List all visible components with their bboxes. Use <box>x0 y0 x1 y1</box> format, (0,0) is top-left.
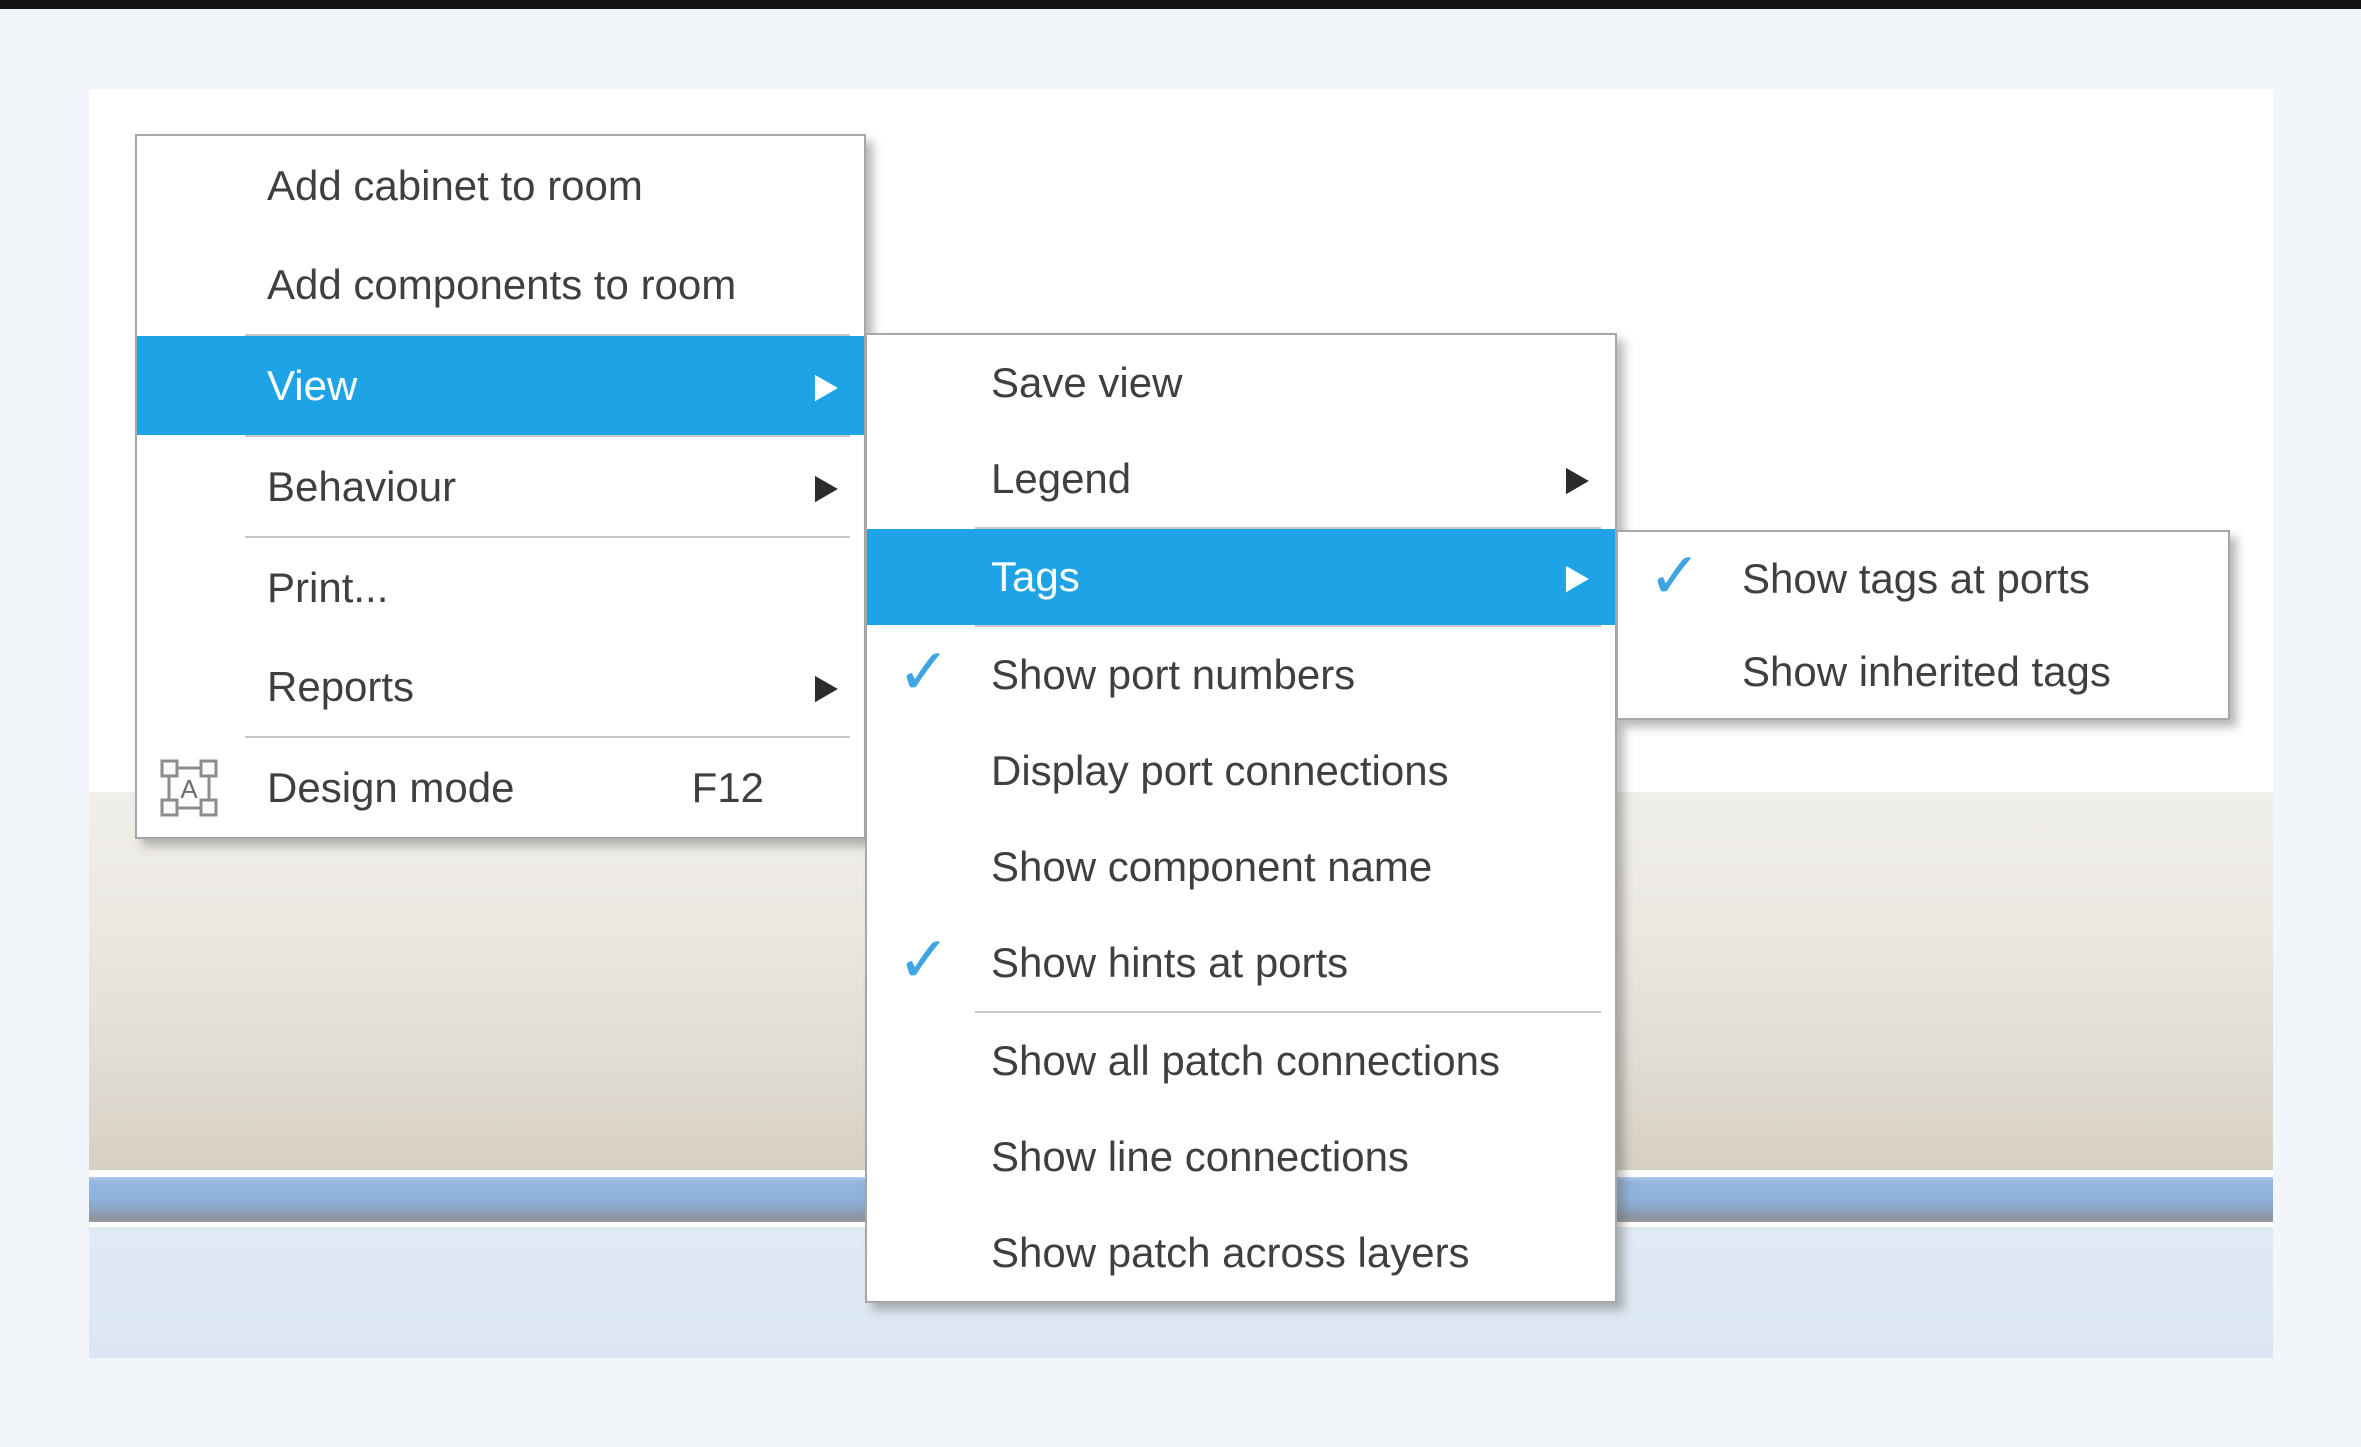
menu-item-label: Print... <box>267 563 389 611</box>
menu-item-label: Show hints at ports <box>991 939 1349 986</box>
menu-item-label: Save view <box>991 359 1183 406</box>
menu-separator <box>975 1011 1601 1013</box>
menu-item-label: Reports <box>267 662 415 710</box>
menu-item-tags[interactable]: Tags ▶ <box>867 529 1615 625</box>
submenu-arrow-icon: ▶ <box>814 667 838 706</box>
tags-submenu: ✓ Show tags at ports Show inherited tags <box>1616 530 2230 720</box>
menu-item-label: Show tags at ports <box>1742 554 2090 602</box>
checkmark-icon: ✓ <box>1648 539 1702 611</box>
menu-item-reports[interactable]: Reports ▶ <box>137 637 864 736</box>
menu-item-save-view[interactable]: Save view <box>867 335 1615 431</box>
menu-item-behaviour[interactable]: Behaviour ▶ <box>137 437 864 536</box>
menu-item-view[interactable]: View ▶ <box>137 336 864 435</box>
menu-item-design-mode[interactable]: A Design mode F12 <box>137 738 864 837</box>
menu-item-show-tags-at-ports[interactable]: ✓ Show tags at ports <box>1618 532 2228 625</box>
submenu-arrow-icon: ▶ <box>814 467 838 506</box>
svg-text:A: A <box>180 774 198 804</box>
menu-item-add-components-to-room[interactable]: Add components to room <box>137 235 864 334</box>
submenu-arrow-icon: ▶ <box>814 366 838 405</box>
menu-item-show-patch-across-layers[interactable]: Show patch across layers <box>867 1205 1615 1301</box>
menu-item-label: Add cabinet to room <box>267 161 643 209</box>
menu-item-label: Show all patch connections <box>991 1037 1500 1084</box>
submenu-arrow-icon: ▶ <box>1565 558 1589 596</box>
menu-item-label: Show component name <box>991 843 1433 890</box>
menu-separator <box>245 435 850 437</box>
view-submenu: Save view Legend ▶ Tags ▶ ✓ Show port nu… <box>865 333 1617 1303</box>
menu-item-label: Design mode <box>267 763 515 811</box>
checkmark-icon: ✓ <box>897 635 951 708</box>
menu-item-label: Display port connections <box>991 747 1449 794</box>
menu-item-show-all-patch-connections[interactable]: Show all patch connections <box>867 1013 1615 1109</box>
menu-item-print[interactable]: Print... <box>137 538 864 637</box>
menu-separator <box>975 527 1601 529</box>
menu-item-shortcut: F12 <box>691 763 764 811</box>
menu-item-display-port-connections[interactable]: Display port connections <box>867 723 1615 819</box>
menu-item-label: Add components to room <box>267 260 737 308</box>
menu-item-legend[interactable]: Legend ▶ <box>867 431 1615 527</box>
menu-item-show-hints-at-ports[interactable]: ✓ Show hints at ports <box>867 915 1615 1011</box>
menu-item-label: Tags <box>991 553 1080 600</box>
context-menu: Add cabinet to room Add components to ro… <box>135 134 866 839</box>
checkmark-icon: ✓ <box>897 923 951 996</box>
menu-item-label: Show line connections <box>991 1133 1409 1180</box>
menu-item-label: Show port numbers <box>991 651 1356 698</box>
menu-item-label: Show inherited tags <box>1742 647 2111 695</box>
window-top-edge <box>0 0 2361 9</box>
menu-item-label: Behaviour <box>267 462 457 510</box>
menu-item-label: Show patch across layers <box>991 1229 1470 1276</box>
menu-separator <box>245 736 850 738</box>
menu-separator <box>975 625 1601 627</box>
submenu-arrow-icon: ▶ <box>1565 460 1589 498</box>
menu-separator <box>245 334 850 336</box>
menu-item-show-line-connections[interactable]: Show line connections <box>867 1109 1615 1205</box>
menu-separator <box>245 536 850 538</box>
menu-item-label: Legend <box>991 455 1132 502</box>
menu-item-add-cabinet-to-room[interactable]: Add cabinet to room <box>137 136 864 235</box>
design-mode-icon: A <box>157 756 221 820</box>
menu-item-show-port-numbers[interactable]: ✓ Show port numbers <box>867 627 1615 723</box>
menu-item-show-component-name[interactable]: Show component name <box>867 819 1615 915</box>
menu-item-label: View <box>267 361 358 409</box>
menu-item-show-inherited-tags[interactable]: Show inherited tags <box>1618 625 2228 718</box>
